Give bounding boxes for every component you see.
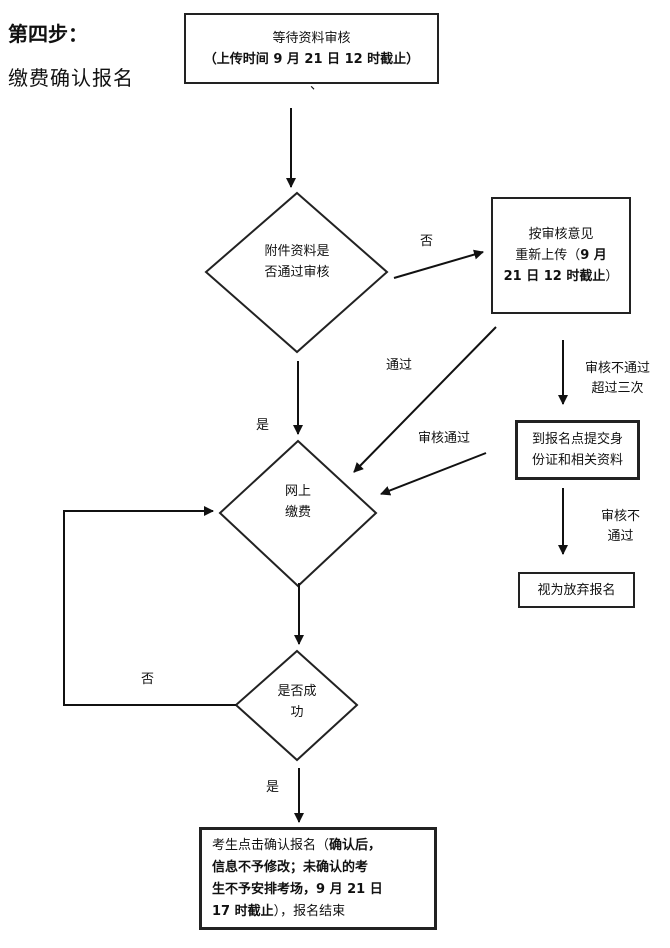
confirm-line4-pre: 17 时截止 [212,903,274,919]
online-pay-line2: 缴费 [284,505,311,520]
node-reupload-line3: 21 日 12 时截止） [504,266,619,287]
edge-label-fail-line2: 通过 [607,529,634,544]
edge-label-fail-three: 审核不通过 超过三次 [585,359,650,399]
step-title: 第四步： [8,22,88,46]
node-reupload-line2-bold: 9 月 [580,248,607,263]
decision-success-shape [234,649,359,762]
online-pay-line1: 网上 [284,484,311,499]
node-reupload-line2-pre: 重新上传（ [515,248,581,263]
node-reupload: 按审核意见 重新上传（9 月 21 日 12 时截止） [491,197,631,314]
edge-label-yes-2: 是 [266,780,280,795]
node-wait-review: 等待资料审核 （上传时间 9 月 21 日 12 时截止） [184,13,439,84]
node-confirm: 考生点击确认报名（确认后， 信息不予修改；未确认的考 生不予安排考场，9 月 2… [199,827,437,930]
node-wait-review-line1: 等待资料审核 [272,30,351,46]
confirm-line1-bold: 确认后， [329,837,382,853]
decision-success-text: 是否成 功 [257,681,337,723]
edge-label-fail-three-line2: 超过三次 [591,381,644,396]
edge-label-fail-line1: 审核不 [601,509,641,524]
edge-label-no-2: 否 [141,672,155,687]
node-confirm-line4: 17 时截止），报名结束 [212,901,345,923]
edge-label-no-1: 否 [420,234,434,249]
arrow-reupload-to-pay [353,326,497,473]
edge-label-yes-1: 是 [256,418,270,433]
step-subtitle: 缴费确认报名 [8,66,134,90]
node-reupload-line1: 按审核意见 [528,227,594,242]
process-online-pay-text: 网上 缴费 [258,481,338,523]
node-confirm-line1: 考生点击确认报名（确认后， [212,835,381,857]
edge-label-review-pass: 审核通过 [418,431,471,446]
confirm-line1-pre: 考生点击确认报名（ [212,837,330,853]
decision-attachment-shape [204,191,389,354]
arrow-check-to-reupload [393,249,484,279]
stray-mark: 、 [310,78,324,93]
confirm-line4-post: ），报名结束 [273,903,346,919]
node-visit-site-line2: 份证和相关资料 [531,453,623,468]
success-line1: 是否成 [277,684,317,699]
decision-attachment-line1: 附件资料是 [264,244,330,259]
node-visit-site: 到报名点提交身 份证和相关资料 [515,420,640,480]
edge-label-fail: 审核不 通过 [601,507,640,547]
node-confirm-line2: 信息不予修改；未确认的考 [212,859,369,875]
edge-label-pass: 通过 [386,358,413,373]
arrow-success-loop-back [63,506,236,706]
decision-attachment-line2: 否通过审核 [264,265,330,280]
node-reupload-line2: 重新上传（9 月 [515,245,607,266]
edge-label-fail-three-line1: 审核不通过 [585,361,651,376]
success-line2: 功 [290,705,304,720]
arrow-site-to-pay [380,452,487,496]
decision-attachment-text: 附件资料是 否通过审核 [227,241,367,283]
node-give-up-text: 视为放弃报名 [537,582,616,598]
node-confirm-line3: 生不予安排考场，9 月 21 日 [212,881,383,897]
node-give-up: 视为放弃报名 [518,572,635,608]
node-wait-review-line2: （上传时间 9 月 21 日 12 时截止） [203,51,420,67]
node-reupload-line3-post: ） [605,269,619,284]
node-reupload-line3-bold: 21 日 12 时截止 [503,269,606,284]
node-visit-site-line1: 到报名点提交身 [531,432,623,447]
